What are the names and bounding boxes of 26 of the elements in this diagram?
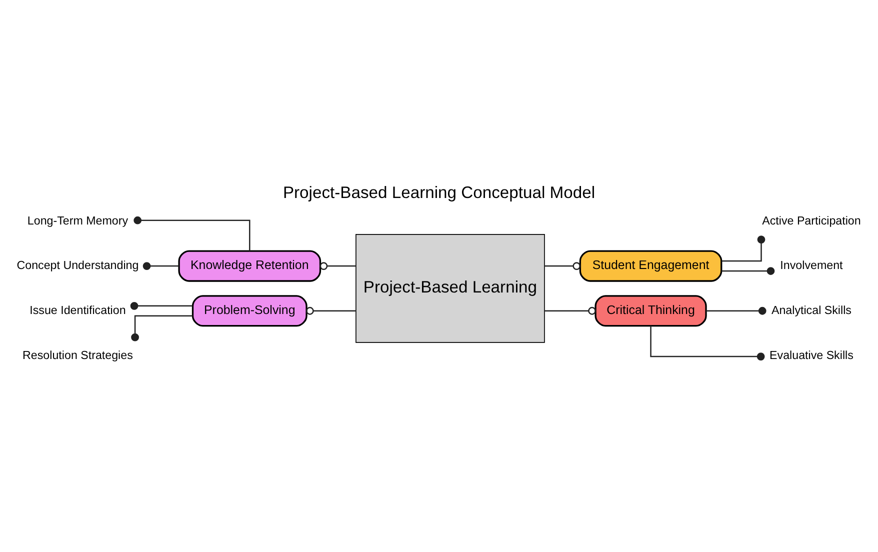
connector <box>722 236 766 262</box>
node-box: Project-Based Learning <box>356 234 545 343</box>
node-box: Critical Thinking <box>594 295 707 327</box>
connector <box>131 315 193 342</box>
node-text: Concept Understanding <box>16 259 139 272</box>
node-text: Issue Identification <box>30 304 126 317</box>
connector <box>706 306 766 315</box>
connector <box>134 216 250 252</box>
connector <box>722 267 775 275</box>
node-text: Active Participation <box>762 214 861 228</box>
connector <box>320 262 356 270</box>
node-text: Long-Term Memory <box>27 214 128 228</box>
node-box: Knowledge Retention <box>178 250 322 282</box>
diagram-title: Project-Based Learning Conceptual Model <box>282 182 596 202</box>
node-text: Resolution Strategies <box>22 348 133 362</box>
connector <box>544 306 596 315</box>
connector <box>306 306 356 315</box>
node-box: Student Engagement <box>579 250 722 282</box>
connector <box>130 302 192 310</box>
connector <box>142 262 179 270</box>
node-text: Evaluative Skills <box>770 348 854 362</box>
node-text: Analytical Skills <box>771 304 852 317</box>
node-box: Problem-Solving <box>192 295 308 327</box>
node-text: Involvement <box>780 259 843 272</box>
connector <box>544 262 581 270</box>
connector <box>650 326 765 360</box>
